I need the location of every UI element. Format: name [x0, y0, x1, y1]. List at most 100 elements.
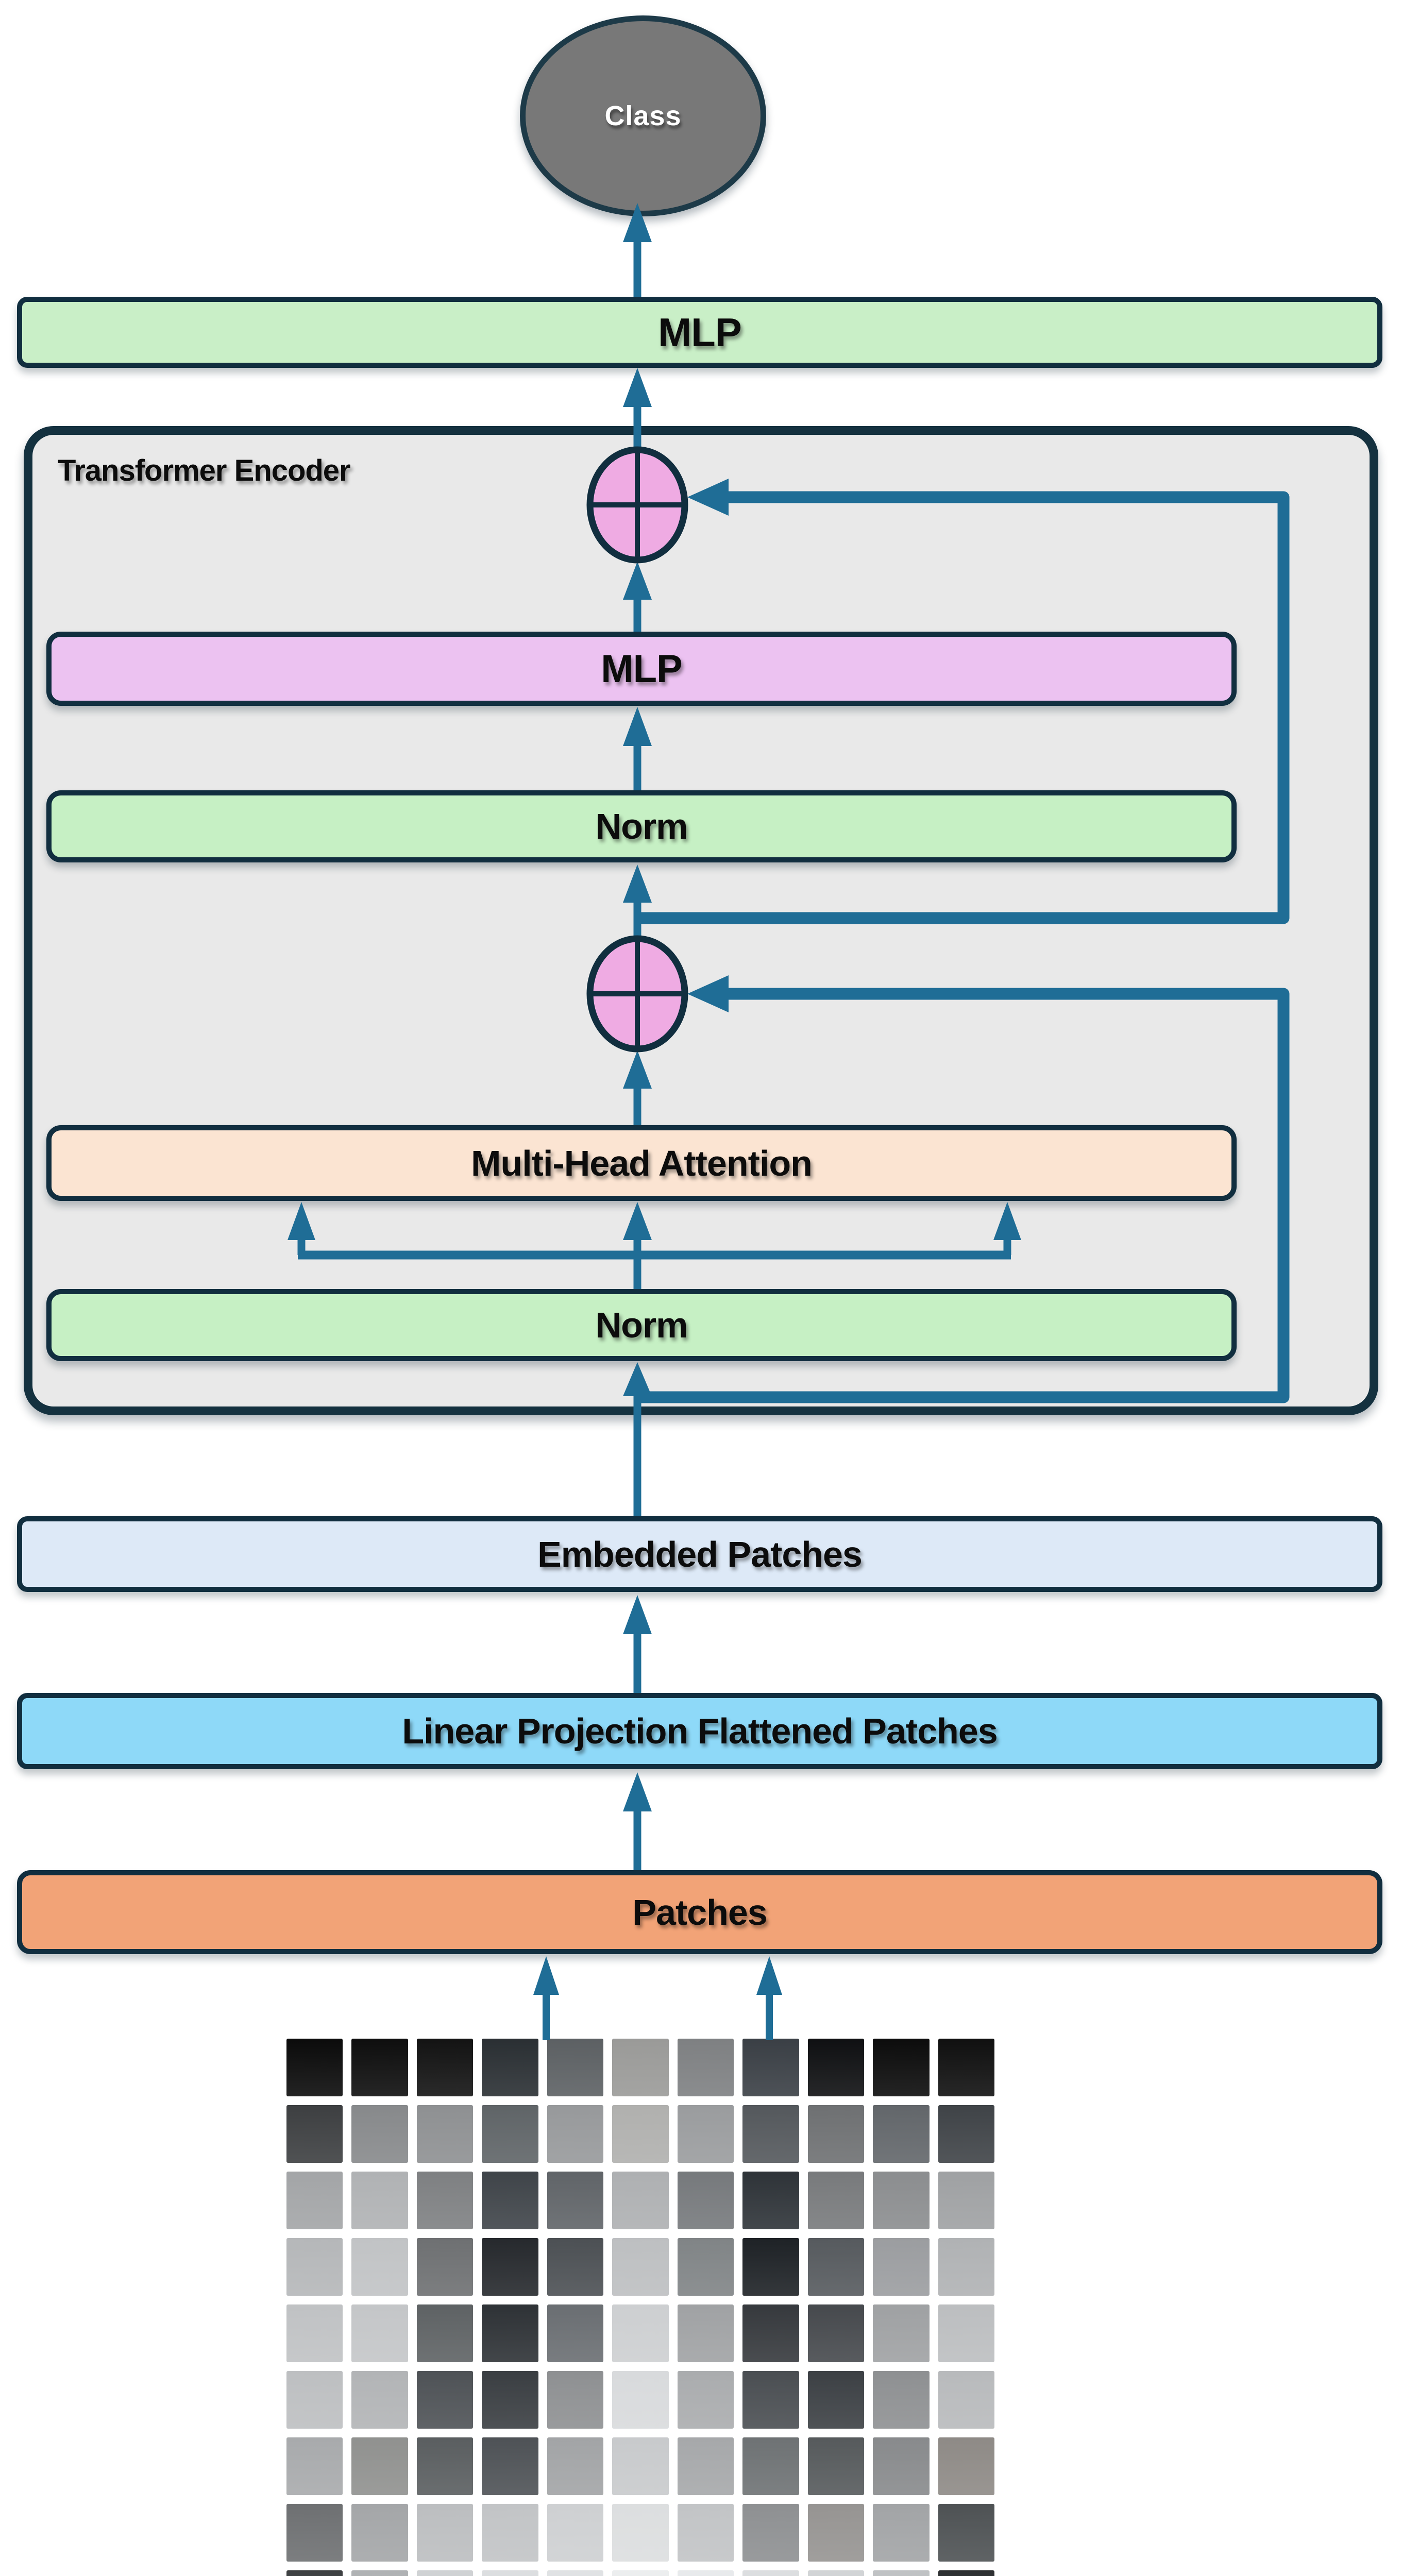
xray-patch	[938, 2172, 994, 2229]
xray-patch	[612, 2371, 669, 2429]
xray-patch	[807, 2570, 865, 2576]
xray-patch	[612, 2437, 669, 2495]
xray-patch	[547, 2172, 604, 2229]
xray-patch	[482, 2238, 538, 2296]
encoder-norm-top-box: Norm	[46, 790, 1237, 862]
xray-patch	[416, 2504, 474, 2562]
xray-patch	[873, 2304, 930, 2362]
xray-patch	[482, 2172, 538, 2229]
xray-patch	[482, 2304, 538, 2362]
xray-patch	[873, 2039, 930, 2096]
xray-patch	[612, 2570, 669, 2576]
xray-patch	[351, 2039, 408, 2096]
xray-patch	[677, 2570, 734, 2576]
transformer-encoder-label: Transformer Encoder	[58, 454, 351, 487]
xray-patch	[612, 2039, 669, 2096]
xray-patch	[612, 2304, 669, 2362]
xray-patch	[482, 2039, 538, 2096]
xray-patch	[742, 2371, 799, 2429]
xray-patch	[938, 2238, 994, 2296]
xray-patch	[286, 2304, 343, 2362]
arrow-image-to-patches-right	[756, 1956, 782, 2040]
xray-patch	[677, 2304, 734, 2362]
arrow-image-to-patches-left	[533, 1956, 559, 2040]
xray-patch	[351, 2371, 408, 2429]
mlp-head-box: MLP	[17, 297, 1382, 368]
xray-patch	[547, 2105, 604, 2163]
xray-patch	[807, 2371, 865, 2429]
xray-patch	[482, 2371, 538, 2429]
linear-projection-label: Linear Projection Flattened Patches	[402, 1711, 998, 1751]
xray-patch	[351, 2504, 408, 2562]
xray-patch	[547, 2039, 604, 2096]
xray-patch	[547, 2238, 604, 2296]
xray-patch	[807, 2304, 865, 2362]
xray-patch	[742, 2172, 799, 2229]
xray-patch	[351, 2238, 408, 2296]
encoder-norm-bottom-label: Norm	[595, 1305, 688, 1345]
xray-patch	[873, 2172, 930, 2229]
xray-patch	[677, 2238, 734, 2296]
xray-patch	[351, 2304, 408, 2362]
encoder-mlp-label: MLP	[601, 647, 682, 691]
xray-patch	[286, 2238, 343, 2296]
xray-patch	[547, 2504, 604, 2562]
encoder-norm-bottom-box: Norm	[46, 1289, 1237, 1361]
xray-patch	[286, 2437, 343, 2495]
xray-patch	[807, 2105, 865, 2163]
arrow-linear-to-embedded	[623, 1595, 652, 1693]
xray-patch	[938, 2304, 994, 2362]
xray-patch	[482, 2570, 538, 2576]
xray-patch	[938, 2039, 994, 2096]
multi-head-attention-label: Multi-Head Attention	[471, 1143, 813, 1183]
xray-patch	[547, 2437, 604, 2495]
xray-patch	[873, 2437, 930, 2495]
xray-patch	[873, 2238, 930, 2296]
xray-patch	[286, 2504, 343, 2562]
xray-patch	[612, 2504, 669, 2562]
xray-patch	[286, 2039, 343, 2096]
xray-patch	[416, 2437, 474, 2495]
linear-projection-box: Linear Projection Flattened Patches	[17, 1693, 1382, 1769]
xray-patch	[677, 2172, 734, 2229]
xray-patch	[612, 2105, 669, 2163]
xray-patch	[286, 2172, 343, 2229]
xray-patch	[807, 2039, 865, 2096]
encoder-norm-top-label: Norm	[595, 806, 688, 846]
xray-patch	[351, 2172, 408, 2229]
xray-patch	[938, 2437, 994, 2495]
xray-patch	[351, 2105, 408, 2163]
encoder-mlp-box: MLP	[46, 632, 1237, 706]
xray-patch	[938, 2504, 994, 2562]
xray-patch	[742, 2238, 799, 2296]
xray-patch	[938, 2105, 994, 2163]
xray-patch	[482, 2437, 538, 2495]
xray-patch	[416, 2172, 474, 2229]
xray-patch	[742, 2504, 799, 2562]
xray-patch	[873, 2570, 930, 2576]
embedded-patches-label: Embedded Patches	[537, 1534, 863, 1574]
xray-patch	[938, 2371, 994, 2429]
xray-patch-grid-image	[286, 2039, 994, 2576]
xray-patch	[677, 2105, 734, 2163]
xray-patch	[873, 2105, 930, 2163]
xray-patch	[351, 2437, 408, 2495]
xray-patch	[547, 2304, 604, 2362]
transformer-encoder-container	[24, 426, 1378, 1415]
xray-patch	[807, 2172, 865, 2229]
xray-patch	[742, 2039, 799, 2096]
mlp-head-label: MLP	[658, 309, 742, 355]
xray-patch	[807, 2238, 865, 2296]
xray-patch	[482, 2504, 538, 2562]
xray-patch	[807, 2437, 865, 2495]
xray-patch	[677, 2039, 734, 2096]
xray-patch	[807, 2504, 865, 2562]
xray-patch	[416, 2371, 474, 2429]
xray-patch	[873, 2504, 930, 2562]
xray-patch	[351, 2570, 408, 2576]
xray-patch	[286, 2570, 343, 2576]
patches-label: Patches	[632, 1892, 767, 1933]
xray-patch	[416, 2570, 474, 2576]
arrow-patches-to-linear	[623, 1772, 652, 1870]
